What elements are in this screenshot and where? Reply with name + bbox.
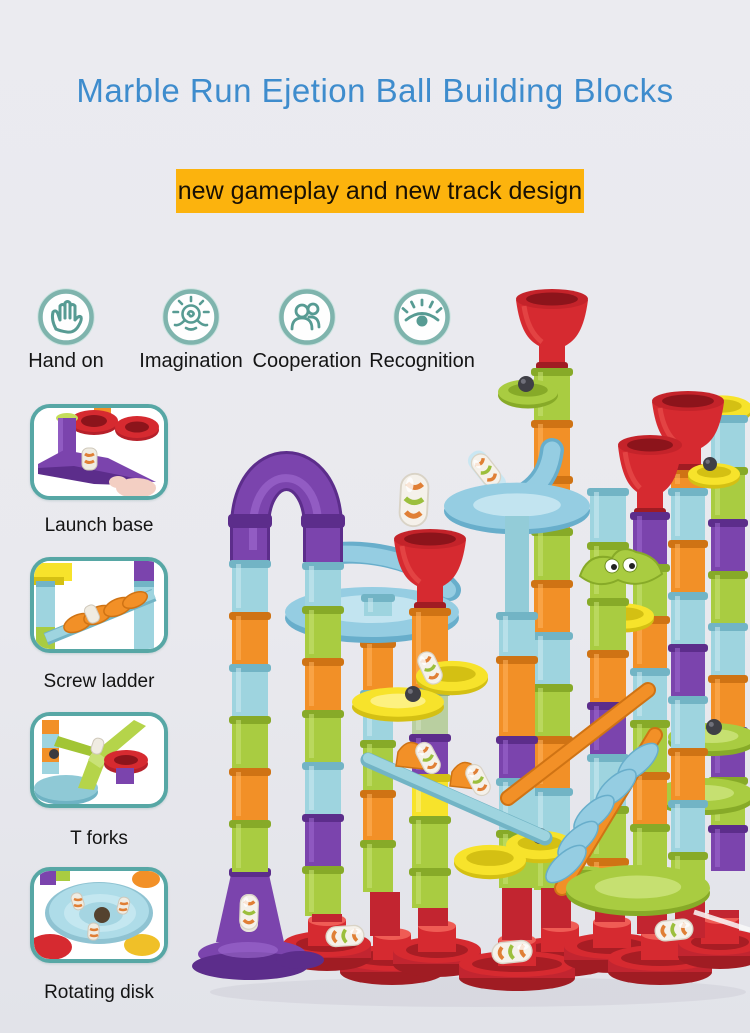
page-title: Marble Run Ejetion Ball Building Blocks <box>76 72 674 109</box>
imagination-icon <box>162 288 220 346</box>
rotating-disk-photo <box>34 871 164 959</box>
part-label-launch-base: Launch base <box>44 515 154 536</box>
part-card-screw-ladder <box>30 557 168 653</box>
t-forks-photo <box>34 716 164 804</box>
feature-label: Recognition <box>369 350 475 372</box>
part-label-t-forks: T forks <box>70 828 128 849</box>
part-label-screw-ladder: Screw ladder <box>43 671 155 692</box>
feature-recognition: Recognition <box>362 288 482 373</box>
feature-label: Hand on <box>28 350 104 372</box>
product-photo-marble-run <box>192 289 750 1007</box>
feature-cooperation: Cooperation <box>247 288 367 373</box>
part-card-rotating-disk <box>30 867 168 963</box>
promo-banner-text: new gameplay and new track design <box>177 176 583 205</box>
cooperation-icon <box>278 288 336 346</box>
feature-imagination: Imagination <box>131 288 251 373</box>
screw-ladder-photo <box>34 561 164 649</box>
part-label-rotating-disk: Rotating disk <box>44 982 154 1003</box>
part-card-launch-base <box>30 404 168 500</box>
launch-base-photo <box>34 408 164 496</box>
feature-label: Imagination <box>139 350 243 372</box>
recognition-icon <box>393 288 451 346</box>
promo-banner: new gameplay and new track design <box>176 169 584 213</box>
feature-hand-on: Hand on <box>6 288 126 373</box>
part-card-t-forks <box>30 712 168 808</box>
hand-icon <box>37 288 95 346</box>
feature-label: Cooperation <box>252 350 362 372</box>
